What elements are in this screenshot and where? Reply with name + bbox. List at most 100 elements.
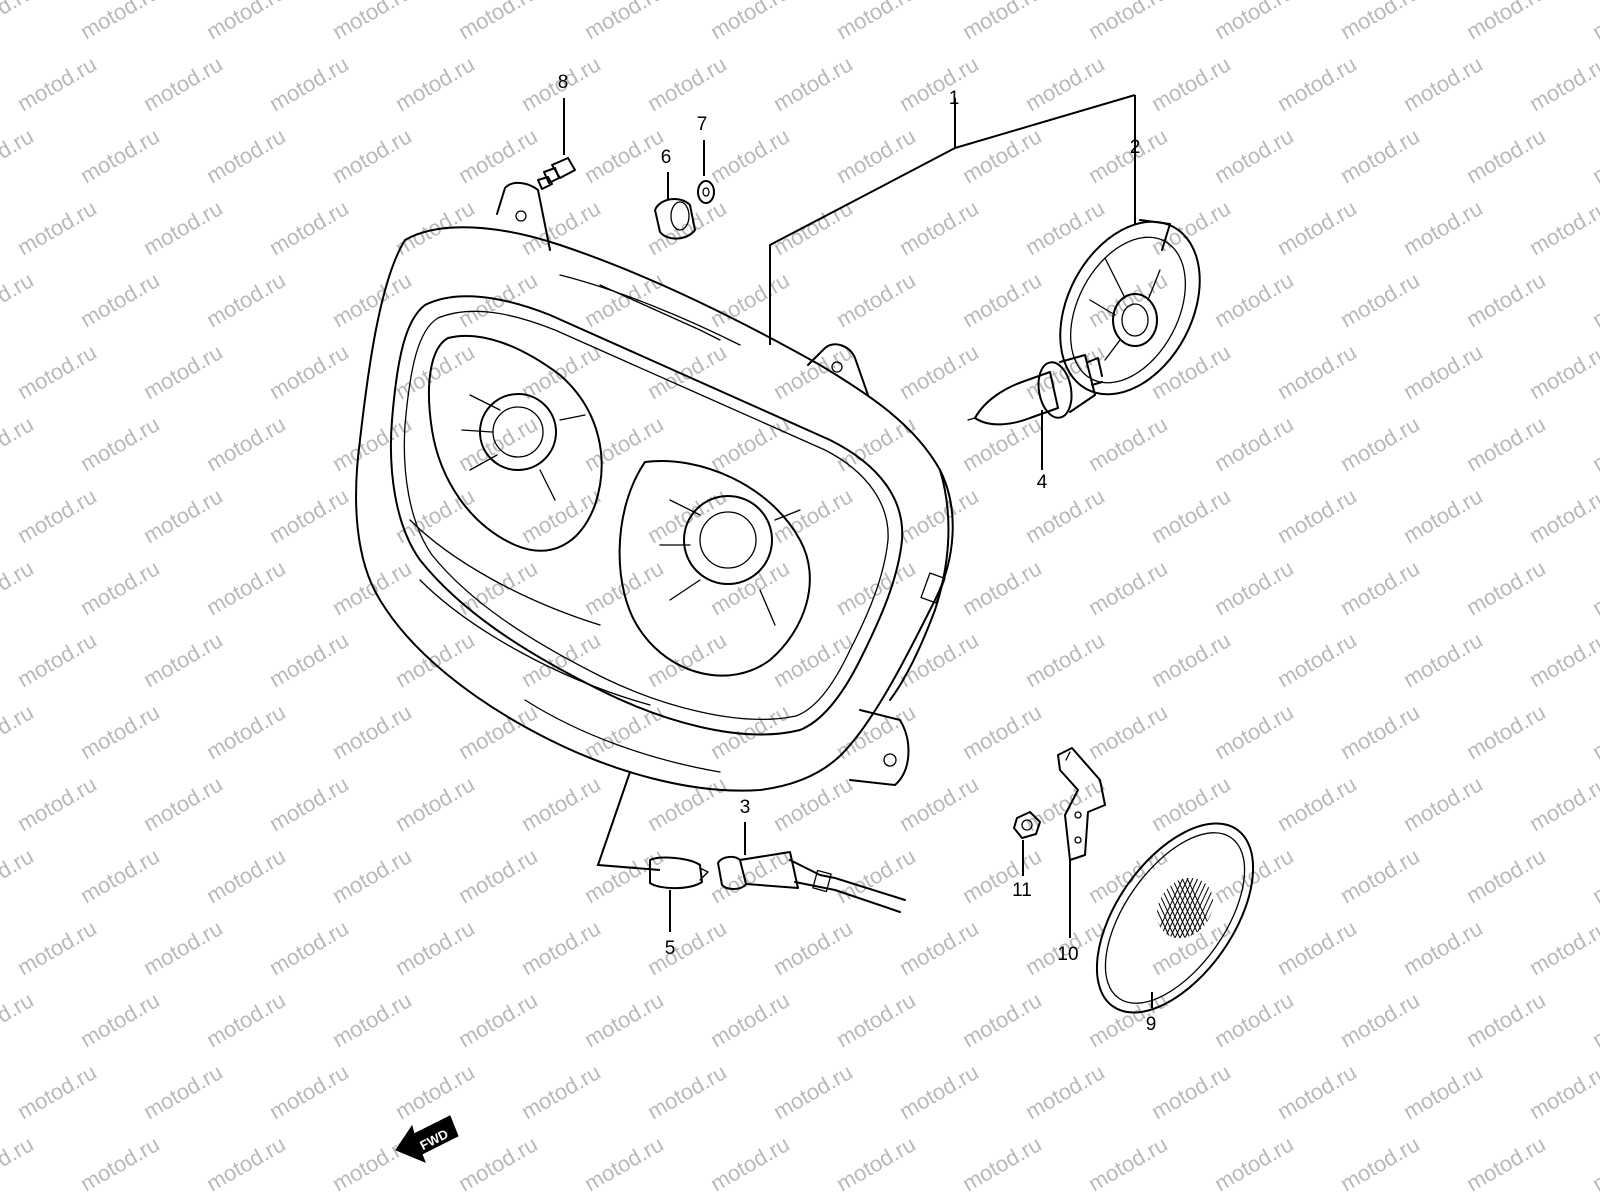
leader-part-1-lower [596, 771, 661, 871]
watermark-text: motod.ru [643, 1059, 731, 1124]
watermark-text: motod.ru [13, 915, 101, 980]
watermark-text: motod.ru [706, 411, 794, 476]
watermark-text: motod.ru [1588, 0, 1600, 44]
watermark-text: motod.ru [202, 987, 290, 1052]
watermark-text: motod.ru [265, 915, 353, 980]
watermark-text: motod.ru [76, 555, 164, 620]
watermark-text: motod.ru [139, 915, 227, 980]
watermark-text: motod.ru [958, 699, 1046, 764]
watermark-text: motod.ru [517, 195, 605, 260]
nut-part-11 [1013, 811, 1041, 839]
watermark-text: motod.ru [706, 0, 794, 44]
headlight-assembly-part-1 [355, 182, 954, 792]
fwd-arrow-icon [395, 1115, 459, 1163]
watermark-text: motod.ru [1336, 0, 1424, 44]
watermark-text: motod.ru [1147, 627, 1235, 692]
watermark-text: motod.ru [1084, 699, 1172, 764]
watermark-text: motod.ru [1021, 1059, 1109, 1124]
watermark-text: motod.ru [1084, 987, 1172, 1052]
watermark-text: motod.ru [1210, 123, 1298, 188]
watermark-text: motod.ru [202, 555, 290, 620]
watermark-text: motod.ru [391, 51, 479, 116]
watermark-text: motod.ru [769, 1059, 857, 1124]
watermark-text: motod.ru [580, 0, 668, 44]
bulb-socket-part-3 [717, 851, 906, 913]
watermark-text: motod.ru [769, 339, 857, 404]
watermark-text: motod.ru [139, 195, 227, 260]
watermark-text: motod.ru [0, 555, 38, 620]
watermark-text: motod.ru [76, 843, 164, 908]
watermark-text: motod.ru [391, 915, 479, 980]
watermark-text: motod.ru [265, 771, 353, 836]
watermark-text: motod.ru [139, 627, 227, 692]
watermark-text: motod.ru [958, 843, 1046, 908]
watermark-text: motod.ru [1210, 555, 1298, 620]
watermark-text: motod.ru [1210, 987, 1298, 1052]
watermark-text: motod.ru [265, 51, 353, 116]
watermark-text: motod.ru [454, 987, 542, 1052]
watermark-text: motod.ru [706, 699, 794, 764]
watermark-text: motod.ru [13, 771, 101, 836]
watermark-text: motod.ru [1084, 123, 1172, 188]
watermark-text: motod.ru [958, 123, 1046, 188]
watermark-text: motod.ru [76, 1131, 164, 1196]
watermark-text: motod.ru [1399, 627, 1487, 692]
watermark-text: motod.ru [1021, 627, 1109, 692]
watermark-text: motod.ru [1525, 1059, 1600, 1124]
watermark-text: motod.ru [895, 195, 983, 260]
watermark-text: motod.ru [1462, 1131, 1550, 1196]
watermark-text: motod.ru [1588, 987, 1600, 1052]
watermark-text: motod.ru [832, 123, 920, 188]
watermark-text: motod.ru [1462, 123, 1550, 188]
watermark-text: motod.ru [202, 1131, 290, 1196]
watermark-text: motod.ru [328, 843, 416, 908]
washer-part-7 [697, 180, 715, 204]
mesh-line [1179, 877, 1209, 939]
watermark-text: motod.ru [1273, 483, 1361, 548]
watermark-text: motod.ru [1525, 627, 1600, 692]
bracket-part-10 [1057, 747, 1106, 861]
watermark-text: motod.ru [958, 0, 1046, 44]
watermark-text: motod.ru [958, 267, 1046, 332]
watermark-text: motod.ru [13, 627, 101, 692]
callout-1: 1 [949, 88, 960, 109]
watermark-text: motod.ru [1273, 1059, 1361, 1124]
watermark-text: motod.ru [76, 0, 164, 44]
watermark-text: motod.ru [13, 483, 101, 548]
watermark-text: motod.ru [139, 771, 227, 836]
watermark-text: motod.ru [1588, 1131, 1600, 1196]
watermark-text: motod.ru [76, 411, 164, 476]
watermark-text: motod.ru [706, 987, 794, 1052]
watermark-text: motod.ru [1273, 915, 1361, 980]
mesh-line [1176, 877, 1206, 939]
watermark-text: motod.ru [76, 267, 164, 332]
watermark-text: motod.ru [517, 483, 605, 548]
watermark-text: motod.ru [1147, 195, 1235, 260]
watermark-text: motod.ru [1336, 699, 1424, 764]
position-bulb-part-5 [649, 856, 709, 890]
watermark-text: motod.ru [1084, 411, 1172, 476]
watermark-text: motod.ru [1525, 915, 1600, 980]
watermark-text: motod.ru [769, 195, 857, 260]
watermark-text: motod.ru [1462, 267, 1550, 332]
watermark-text: motod.ru [643, 771, 731, 836]
watermark-text: motod.ru [265, 195, 353, 260]
watermark-text: motod.ru [202, 843, 290, 908]
watermark-text: motod.ru [1525, 195, 1600, 260]
watermark-text: motod.ru [832, 0, 920, 44]
watermark-text: motod.ru [1462, 843, 1550, 908]
watermark-text: motod.ru [1210, 1131, 1298, 1196]
mesh-line [1169, 877, 1199, 939]
watermark-text: motod.ru [1399, 771, 1487, 836]
watermark-text: motod.ru [1021, 483, 1109, 548]
watermark-text: motod.ru [391, 771, 479, 836]
callout-3: 3 [740, 797, 751, 818]
watermark-text: motod.ru [1399, 339, 1487, 404]
watermark-text: motod.ru [895, 1059, 983, 1124]
callout-8: 8 [558, 72, 569, 93]
watermark-text: motod.ru [958, 1131, 1046, 1196]
watermark-text: motod.ru [1147, 51, 1235, 116]
watermark-text: motod.ru [769, 915, 857, 980]
